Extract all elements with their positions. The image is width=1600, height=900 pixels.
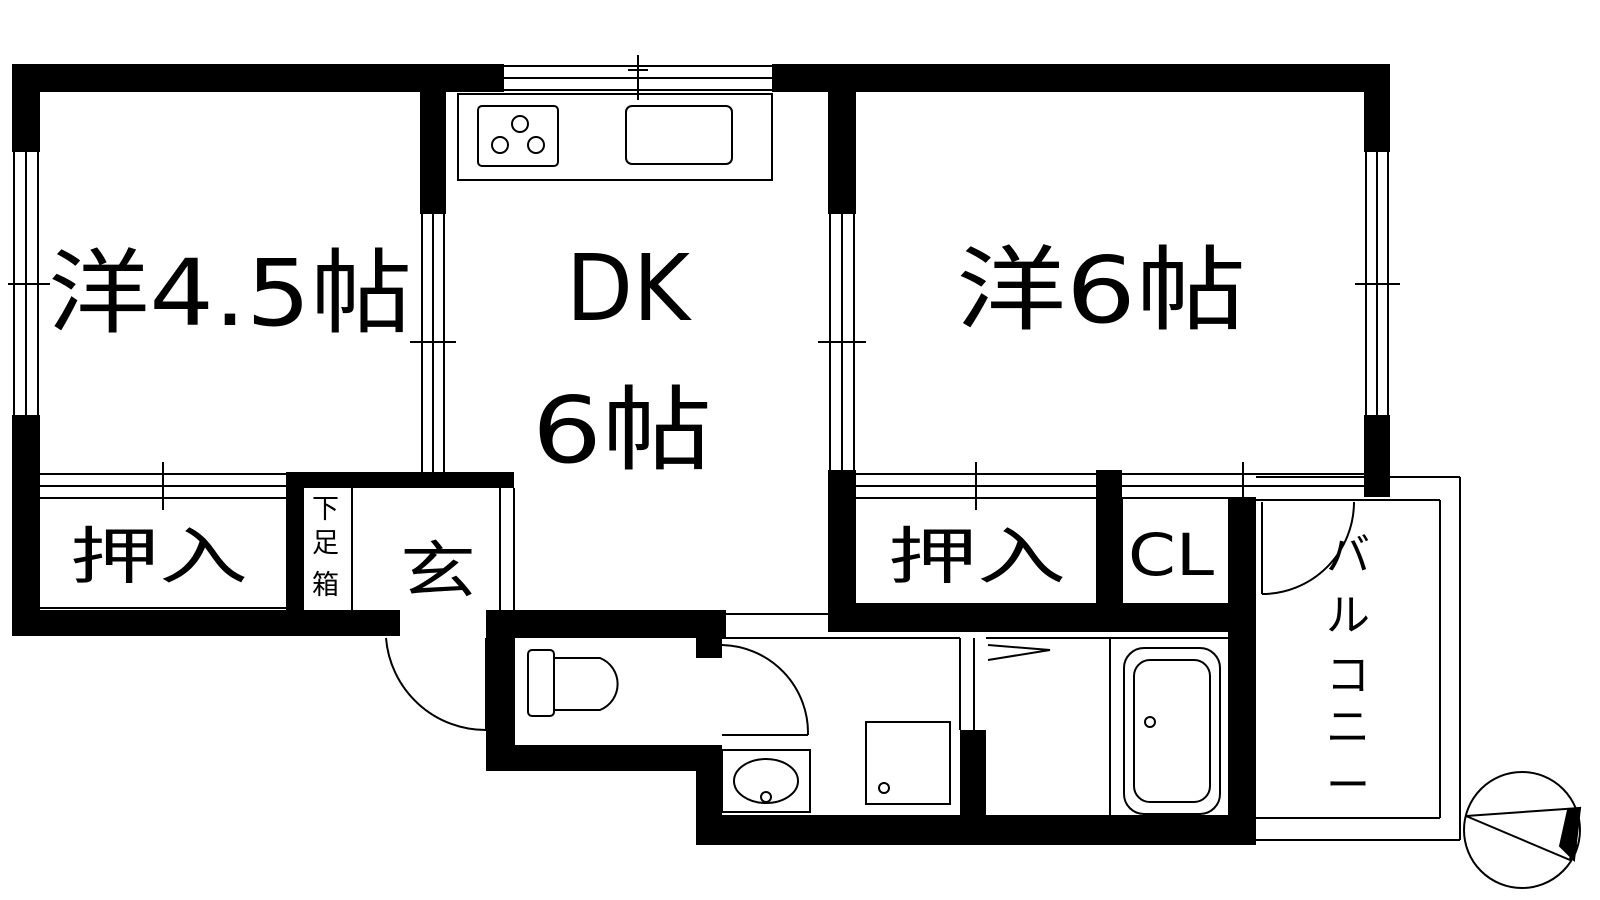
washbasin-icon [721,749,811,813]
balcony-char: ル [1326,590,1370,641]
north-compass-icon [1463,771,1582,889]
window-lines [8,55,1461,841]
balcony-label: バ ル コ ニ ー [1326,530,1370,811]
bathtub-icon [1123,647,1221,815]
balcony-char: バ [1326,530,1370,581]
room-label-dk-size: 6帖 [532,377,712,484]
room-label-western-small: 洋4.5帖 [48,240,412,347]
shoe-box-char: 下 [312,494,339,525]
balcony-char: ー [1326,760,1370,811]
gas-stove-icon [477,105,559,167]
balcony-char: ニ [1326,702,1370,753]
closet-label-left: 押入 [70,520,248,593]
room-label-western-large: 洋6帖 [956,237,1246,344]
toilet-icon [527,649,619,717]
washing-machine-pan-icon [865,721,951,805]
shoe-box-label: 下 足 箱 [312,494,339,601]
closet-cl-label: CL [1128,521,1214,589]
balcony-char: コ [1326,650,1370,701]
shoe-box-char: 箱 [312,570,339,601]
room-label-dk: DK [566,235,693,342]
closet-label-right: 押入 [888,520,1066,593]
door-swings [385,501,1355,736]
kitchen-sink-icon [457,93,773,181]
entrance-label: 玄 [400,534,476,607]
shoe-box-char: 足 [312,528,339,559]
